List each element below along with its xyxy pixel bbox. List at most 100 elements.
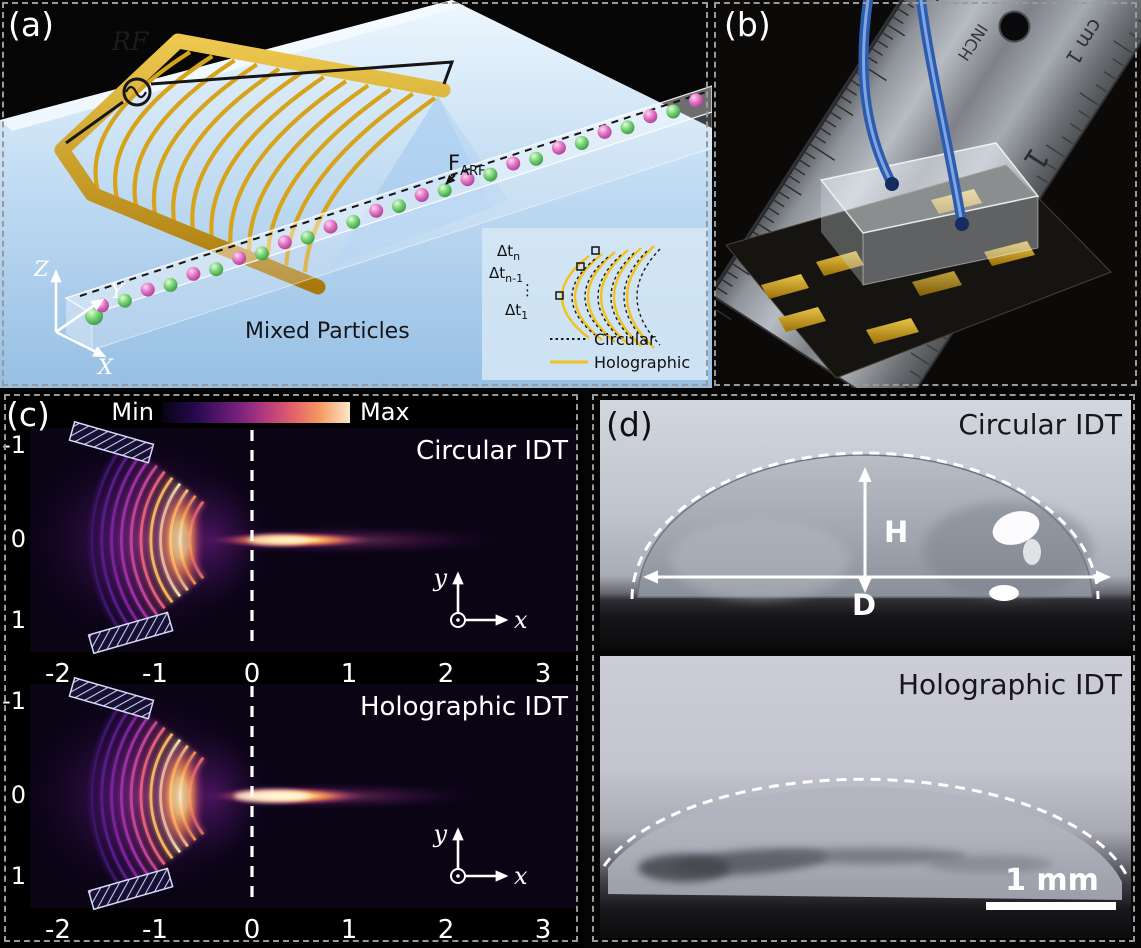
coord-indicator: y x: [432, 564, 528, 634]
sim-finger: [129, 720, 158, 872]
ruler-tick: [1078, 110, 1091, 119]
ruler-tick: [1137, 19, 1141, 28]
busbar-top: [68, 420, 155, 464]
idt-finger: [246, 83, 370, 252]
particle-green: [437, 183, 452, 198]
ruler-tick: [731, 262, 750, 276]
particle-green: [483, 167, 498, 182]
ruler-tick: [876, 39, 889, 49]
particle-pink: [506, 156, 521, 171]
particle-pink: [277, 235, 292, 250]
circular-arc: [597, 254, 622, 340]
idt-design-inset: Δtn Δtn-1 ⋮ Δt1 Circular Holographic: [482, 228, 708, 380]
ruler-tick: [716, 294, 723, 303]
scale-bar: [986, 902, 1116, 910]
ruler-hole: [998, 10, 1031, 43]
ruler-tick: [1095, 84, 1108, 93]
ruler-tick: [716, 302, 732, 321]
sim-finger: [90, 696, 128, 896]
colorbar-max-label: Max: [360, 398, 410, 426]
particle-pink: [323, 219, 338, 234]
particle-pink: [140, 282, 155, 297]
legend-circular-label: Circular: [594, 330, 656, 349]
ruler-tick: [726, 270, 738, 280]
holographic-arc: [561, 255, 590, 339]
panel-a-label: (a): [8, 5, 54, 44]
panel-a-schematic: RF FARF Mixed Particles Z Y X: [0, 0, 712, 388]
panel-b-label: (b): [724, 5, 771, 44]
ruler-tick: [886, 23, 906, 37]
y-tick: 0: [11, 525, 26, 553]
svg-text:0: 0: [244, 915, 261, 945]
tube-port: [955, 217, 969, 231]
delay-marker: [555, 291, 564, 300]
rf-wire: [65, 100, 124, 145]
panel-b-photo: cm 1 INCH 1 (b): [716, 0, 1141, 388]
circular-arc: [571, 258, 596, 336]
particle-green: [392, 199, 406, 214]
vertical-dots: ⋮: [520, 281, 535, 299]
y-axis-label: y: [432, 820, 447, 848]
y-tick: -1: [2, 431, 26, 459]
ruler-tick: [871, 47, 883, 56]
ruler-tick: [1113, 40, 1133, 54]
idt-finger: [190, 71, 303, 232]
ruler-tick: [926, 344, 939, 353]
particle-green: [85, 307, 103, 325]
ruler-tick: [762, 214, 775, 224]
particle-green: [620, 120, 635, 135]
ruler-tick: [1112, 58, 1125, 67]
ruler-tick: [1044, 162, 1057, 171]
droplet-outline-dashed: [602, 777, 1130, 879]
idt-finger: [209, 75, 325, 239]
delay-marker: [576, 262, 585, 271]
particle-pink: [369, 203, 384, 218]
tube-port: [885, 177, 899, 191]
coordinate-axes: Z Y X: [33, 257, 126, 379]
y-axis-label: y: [432, 564, 447, 592]
circular-arc: [636, 248, 661, 346]
holographic-arc: [599, 249, 629, 345]
sim-finger: [120, 458, 151, 622]
ruler-tick: [793, 167, 806, 176]
ruler-tick: [814, 135, 826, 144]
ruler-tick: [778, 191, 790, 200]
particle-green: [163, 277, 178, 292]
ruler-tick: [1061, 136, 1074, 145]
idt-finger: [151, 62, 258, 219]
idt-finger: [302, 96, 437, 273]
sim-finger: [100, 446, 135, 634]
ruler-tick: [891, 15, 904, 25]
ruler-tick: [819, 127, 832, 136]
circular-arc: [610, 252, 635, 342]
ruler-tick: [1079, 92, 1099, 106]
holographic-arc: [586, 251, 616, 343]
microchannel: [64, 85, 712, 351]
holographic-arc: [612, 247, 642, 347]
particle-green: [254, 246, 269, 261]
rf-label: RF: [111, 27, 150, 56]
ruler-tick: [772, 199, 785, 208]
ruler-tick: [910, 352, 930, 366]
rf-wire: [150, 60, 455, 86]
delta-t-n-1: Δtn-1: [489, 264, 523, 285]
particle-green: [574, 136, 589, 150]
panel-c-label: (c): [6, 395, 50, 434]
particle-pink: [232, 251, 247, 266]
svg-text:3: 3: [535, 915, 552, 945]
panel-d-label: (d): [606, 405, 653, 444]
ruler-tick: [798, 159, 811, 168]
photo-title: Holographic IDT: [898, 668, 1123, 701]
particle-stream: [85, 93, 703, 325]
particle-green: [346, 214, 361, 229]
axis-y-label: Y: [110, 279, 126, 303]
ruler-tick: [824, 119, 837, 128]
legend-holographic-label: Holographic: [594, 353, 690, 372]
particle-green: [300, 230, 315, 245]
svg-text:0: 0: [244, 659, 261, 689]
specular-highlight: [989, 585, 1019, 601]
plot-title: Holographic IDT: [360, 692, 568, 722]
sine-wave-icon: [125, 85, 147, 99]
delay-marker: [591, 246, 600, 255]
ruler-tick: [829, 111, 842, 120]
